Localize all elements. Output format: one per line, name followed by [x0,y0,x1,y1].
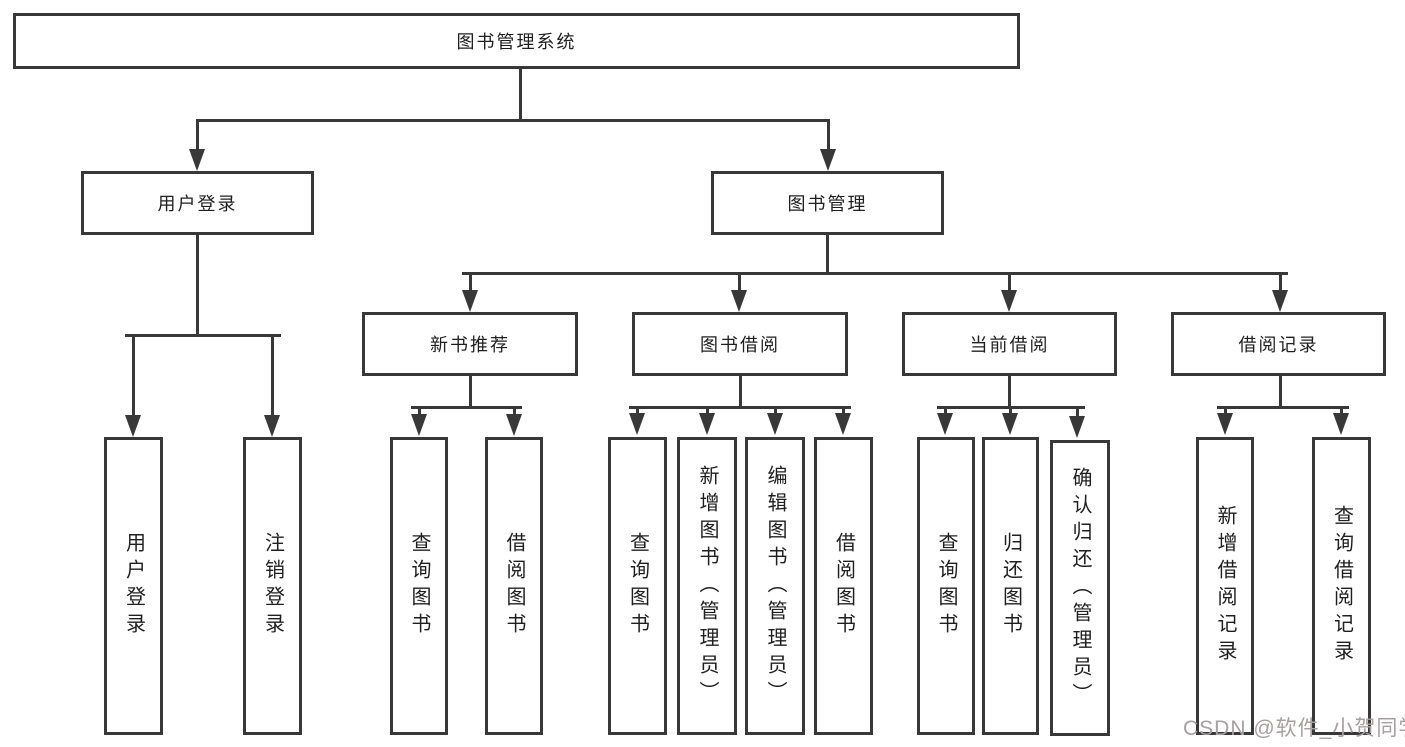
arrow-down-icon [462,290,478,312]
leaf-add-books-admin: 新增图书（管理员） [677,437,737,735]
leaf-borrow-books-label: 借阅图书 [832,532,855,640]
connector-userlogin-vline [196,235,199,334]
node-book-management-label: 图书管理 [787,194,868,214]
leaf-edit-books-admin-label: 编辑图书（管理员） [764,464,786,708]
node-root-label: 图书管理系统 [456,32,577,52]
connector-shaft [738,272,741,292]
arrow-down-icon [731,290,747,312]
connector-shaft [513,406,516,418]
arrow-down-icon [1002,413,1018,435]
arrow-down-icon [1217,413,1233,435]
leaf-query-books-current: 查询图书 [917,437,975,735]
connector-records-vline [1279,376,1282,406]
connector-records-hline [1217,406,1349,409]
connector-shaft [706,406,709,416]
leaf-add-borrow-record-label: 新增借阅记录 [1214,505,1236,667]
leaf-confirm-return-admin: 确认归还（管理员） [1050,440,1110,736]
leaf-confirm-return-admin-label: 确认归还（管理员） [1069,466,1091,710]
connector-shaft [1076,406,1079,418]
connector-shaft [842,406,845,416]
arrow-down-icon [189,149,205,171]
connector-shaft [418,406,421,418]
connector-shaft [1279,272,1282,292]
arrow-down-icon [1001,290,1017,312]
connector-recommend-hline [411,406,522,409]
leaf-logout-label: 注销登录 [261,532,284,640]
arrow-down-icon [411,414,427,436]
connector-shaft [271,334,274,416]
connector-bookmgmt-vline [826,235,829,272]
arrow-down-icon [1069,416,1085,438]
connector-shaft [827,119,830,151]
connector-shaft [1224,406,1227,416]
leaf-query-borrow-record: 查询借阅记录 [1312,437,1371,735]
connector-root-hline [196,119,830,122]
leaf-query-books-recommend: 查询图书 [390,437,448,735]
arrow-down-icon [937,413,953,435]
connector-bookmgmt-hline [462,272,1288,275]
connector-borrow-hline [629,406,851,409]
arrow-down-icon [1333,413,1349,435]
leaf-borrow-books-recommend-label: 借阅图书 [503,532,525,640]
leaf-return-books: 归还图书 [982,437,1039,735]
node-book-borrow: 图书借阅 [632,312,848,376]
connector-current-vline [1008,376,1011,406]
node-current-borrow: 当前借阅 [902,312,1117,376]
node-new-book-recommend-label: 新书推荐 [430,335,510,355]
arrow-down-icon [264,415,280,437]
arrow-down-icon [820,149,836,171]
node-borrow-records: 借阅记录 [1171,312,1386,376]
arrow-down-icon [767,413,783,435]
leaf-borrow-books: 借阅图书 [814,437,873,735]
node-root-library-system: 图书管理系统 [13,13,1020,69]
arrow-down-icon [835,413,851,435]
leaf-query-books-recommend-label: 查询图书 [408,532,430,640]
connector-root-vline [519,69,522,119]
node-new-book-recommend: 新书推荐 [362,312,578,376]
connector-shaft [196,119,199,151]
connector-shaft [774,406,777,416]
node-book-borrow-label: 图书借阅 [700,335,780,355]
arrow-down-icon [1272,290,1288,312]
node-user-login-label: 用户登录 [157,194,238,214]
arrow-down-icon [125,415,141,437]
leaf-query-books-current-label: 查询图书 [935,532,957,640]
leaf-borrow-books-recommend: 借阅图书 [485,437,543,735]
node-book-management: 图书管理 [711,171,944,235]
leaf-add-books-admin-label: 新增图书（管理员） [696,464,718,708]
leaf-user-login-label: 用户登录 [122,532,145,640]
leaf-query-books-borrow: 查询图书 [608,437,667,735]
leaf-user-login: 用户登录 [104,437,163,735]
connector-borrow-vline [739,376,742,406]
arrow-down-icon [699,413,715,435]
connector-userlogin-hline [125,334,281,337]
connector-shaft [944,406,947,416]
connector-shaft [132,334,135,416]
arrow-down-icon [506,414,522,436]
connector-recommend-vline [469,376,472,406]
arrow-down-icon [629,413,645,435]
leaf-return-books-label: 归还图书 [999,532,1022,640]
leaf-logout: 注销登录 [243,437,302,735]
connector-shaft [1008,272,1011,292]
leaf-query-books-borrow-label: 查询图书 [626,532,649,640]
node-user-login: 用户登录 [81,171,314,235]
connector-shaft [469,272,472,292]
leaf-add-borrow-record: 新增借阅记录 [1196,437,1254,735]
connector-shaft [636,406,639,416]
leaf-query-borrow-record-label: 查询借阅记录 [1330,505,1353,667]
leaf-edit-books-admin: 编辑图书（管理员） [745,437,805,735]
connector-shaft [1340,406,1343,416]
node-borrow-records-label: 借阅记录 [1238,335,1319,355]
connector-shaft [1009,406,1012,416]
csdn-watermark: CSDN @软件_小贺同学 [1183,717,1405,740]
node-current-borrow-label: 当前借阅 [969,335,1050,355]
